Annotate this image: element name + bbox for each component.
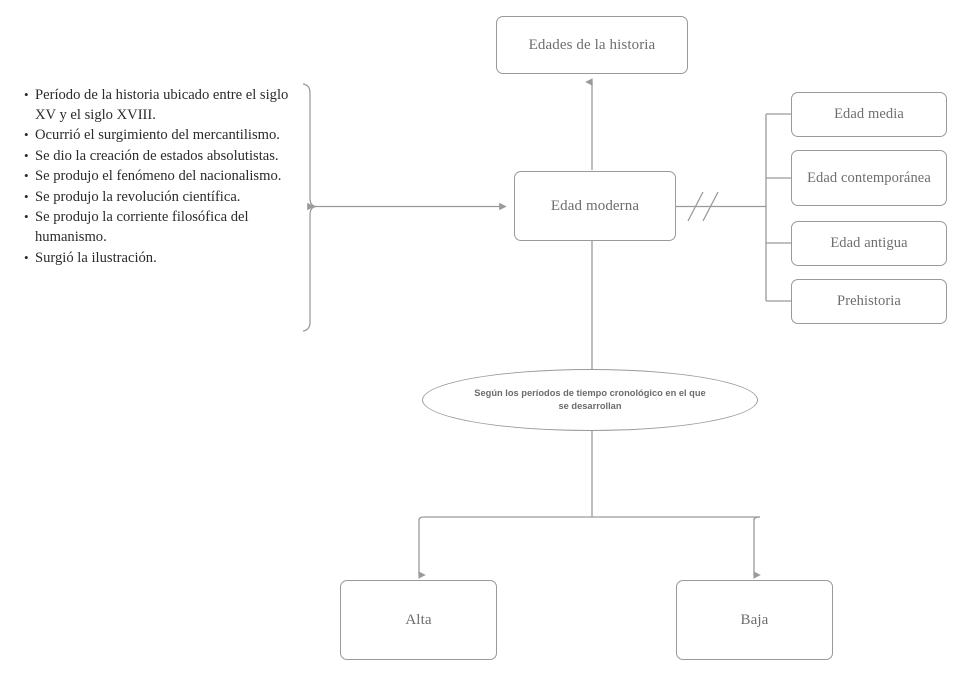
- node-prehistoria[interactable]: Prehistoria: [791, 279, 947, 324]
- node-edad-media[interactable]: Edad media: [791, 92, 947, 137]
- list-item: Surgió la ilustración.: [24, 249, 300, 269]
- list-item: Período de la historia ubicado entre el …: [24, 86, 300, 126]
- break-slash-2: [702, 191, 719, 222]
- node-baja[interactable]: Baja: [676, 580, 833, 660]
- connector-to-baja: [753, 516, 761, 521]
- list-item: Se produjo la corriente filosófica del h…: [24, 208, 300, 248]
- node-criterio-cronologico[interactable]: Según los períodos de tiempo cronológico…: [422, 369, 758, 431]
- node-edad-moderna[interactable]: Edad moderna: [514, 171, 676, 241]
- node-edades-de-la-historia[interactable]: Edades de la historia: [496, 16, 688, 74]
- node-label: Prehistoria: [837, 293, 901, 310]
- list-item: Ocurrió el surgimiento del mercantilismo…: [24, 126, 300, 146]
- node-edad-antigua[interactable]: Edad antigua: [791, 221, 947, 266]
- node-label: Edad contemporánea: [807, 169, 931, 186]
- node-label: Según los períodos de tiempo cronológico…: [474, 387, 706, 411]
- connector-to-alta: [418, 516, 425, 521]
- list-item: Se produjo el fenómeno del nacionalismo.: [24, 167, 300, 187]
- node-label: Edad moderna: [550, 197, 640, 214]
- node-label: Edad antigua: [830, 235, 908, 252]
- break-slash-1: [687, 191, 704, 222]
- left-bracket: [302, 83, 317, 332]
- node-alta[interactable]: Alta: [340, 580, 497, 660]
- node-label: Edades de la historia: [528, 36, 656, 53]
- bullet-list-items: Período de la historia ubicado entre el …: [24, 86, 300, 269]
- node-label: Baja: [740, 611, 769, 628]
- node-label: Edad media: [834, 106, 904, 123]
- list-item: Se dio la creación de estados absolutist…: [24, 147, 300, 167]
- bullet-list: Período de la historia ubicado entre el …: [24, 86, 300, 269]
- node-label: Alta: [405, 611, 432, 628]
- list-item: Se produjo la revolución científica.: [24, 188, 300, 208]
- node-edad-contemporanea[interactable]: Edad contemporánea: [791, 150, 947, 206]
